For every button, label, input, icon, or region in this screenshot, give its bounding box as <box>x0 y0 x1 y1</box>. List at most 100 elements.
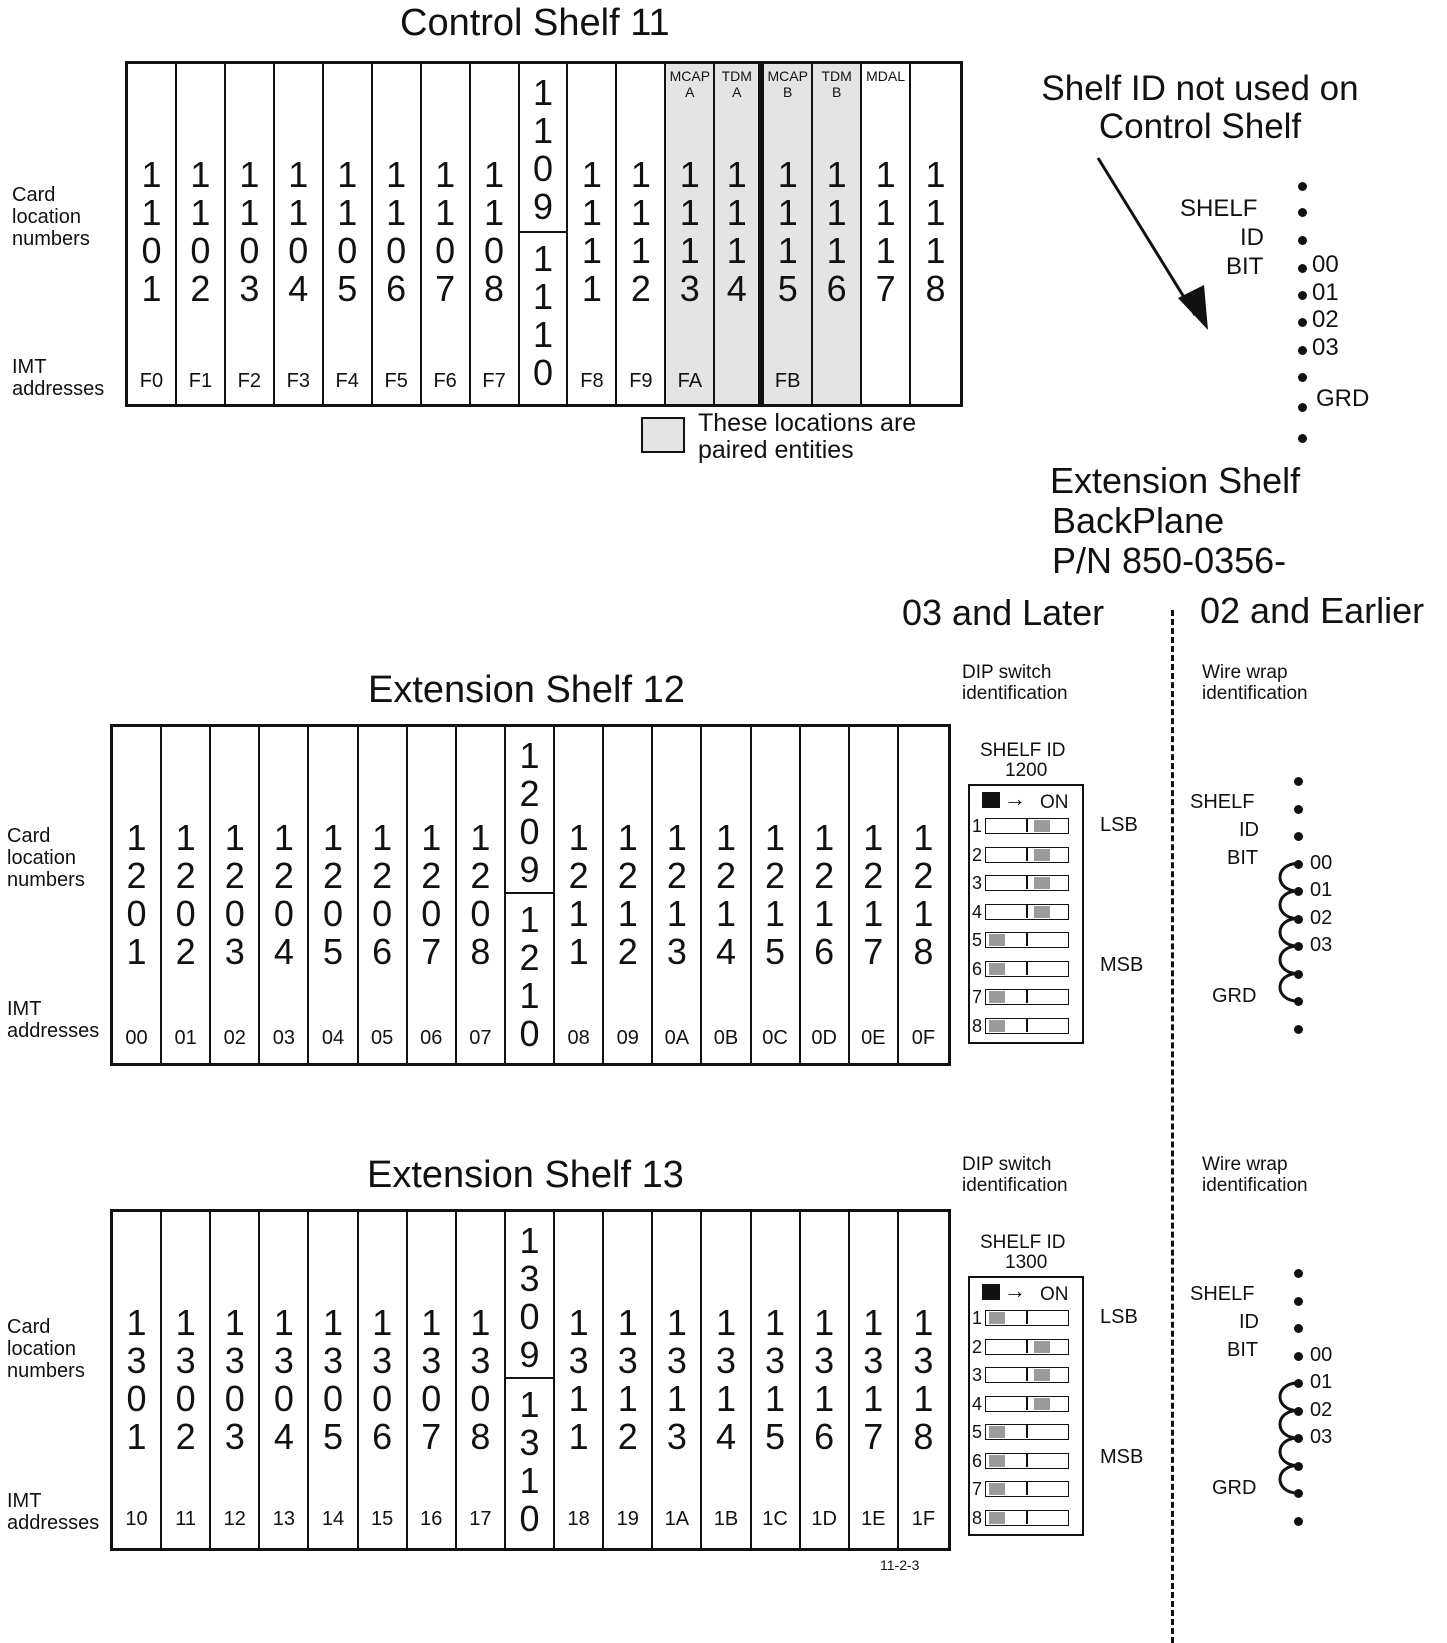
shelf-id-note: Shelf ID not used on Control Shelf <box>1041 69 1359 146</box>
dip-switch[interactable] <box>985 1310 1069 1326</box>
card-location-number: 1 1 0 2 <box>190 154 211 309</box>
card-location-number: 1 2 0 8 <box>470 817 491 972</box>
wire-heading: Wire wrap identification <box>1202 1154 1308 1196</box>
switch-divider <box>1026 961 1028 975</box>
imt-address: FB <box>774 370 801 392</box>
dip-switch[interactable] <box>985 1424 1069 1440</box>
dip-switch[interactable] <box>985 846 1069 863</box>
figure-id: 11-2-3 <box>880 1557 920 1573</box>
card-location-number: 1 2 1 2 <box>617 817 638 972</box>
pin-dot <box>1294 997 1303 1006</box>
dip-switch[interactable] <box>985 989 1069 1005</box>
shelf-id-value: 1300 <box>1005 1252 1048 1273</box>
slot-function-label: TDM A <box>721 68 752 100</box>
switch-divider <box>1026 1425 1028 1438</box>
paired-legend-swatch <box>641 417 685 453</box>
switch-number: 3 <box>972 1365 983 1385</box>
card-location-number: 1 1 0 7 <box>435 154 456 309</box>
ext-shelf-12-title: Extension Shelf 12 <box>368 669 685 711</box>
dip-switch[interactable] <box>985 1509 1069 1526</box>
wire-heading: Wire wrap identification <box>1202 662 1308 704</box>
imt-address: F7 <box>482 370 506 392</box>
dip-switch[interactable] <box>985 903 1069 920</box>
imt-address: 06 <box>420 1027 443 1049</box>
card-location-number: 1 2 1 8 <box>913 817 934 972</box>
imt-address: 1E <box>861 1508 886 1530</box>
dip-switch[interactable] <box>985 1452 1069 1469</box>
wire-jumper-loops <box>1278 862 1299 1003</box>
paired-legend-text: These locations are paired entities <box>698 409 917 464</box>
bit-value: 02 <box>1310 1398 1333 1421</box>
pin-dot <box>1294 1379 1303 1388</box>
switch-divider <box>1026 933 1028 946</box>
card-location-number: 1 2 1 5 <box>765 817 786 972</box>
switch-number: 8 <box>972 1015 983 1036</box>
card-location-number: 1 3 1 6 <box>814 1302 835 1457</box>
dip-heading: DIP switch identification <box>962 662 1068 704</box>
lsb-label: LSB <box>1100 814 1138 836</box>
card-location-number: 1 1 1 2 <box>630 154 651 309</box>
bit-value: 02 <box>1310 906 1333 929</box>
bit-label: 03 <box>1312 333 1339 361</box>
on-label: ON <box>1040 1284 1069 1305</box>
imt-address: 0E <box>861 1027 886 1049</box>
on-indicator-icon <box>982 792 1000 808</box>
card-location-number: 1 2 0 1 <box>126 817 147 972</box>
card-location-number: 1 2 1 7 <box>863 817 884 972</box>
dip-switch[interactable] <box>985 1338 1069 1355</box>
imt-address: 11 <box>175 1508 197 1530</box>
switch-divider <box>1026 990 1028 1003</box>
card-location-number: 1 1 1 5 <box>777 154 798 309</box>
card-slot: 1 1 1 8 <box>911 64 960 404</box>
imt-address: 1F <box>911 1508 936 1530</box>
slot-function-label: TDM B <box>821 68 852 100</box>
dip-switch[interactable] <box>985 875 1069 891</box>
switch-divider <box>1026 904 1028 918</box>
imt-address: 08 <box>567 1027 590 1049</box>
imt-address: 14 <box>321 1508 345 1530</box>
card-location-number: 1 2 0 4 <box>273 817 294 972</box>
imt-address: 1B <box>713 1508 739 1530</box>
pin-dot <box>1294 1324 1303 1333</box>
imt-address: 0A <box>664 1027 690 1049</box>
dip-switch[interactable] <box>985 932 1069 948</box>
imt-address: F1 <box>188 370 213 392</box>
dip-switch[interactable] <box>985 1017 1069 1034</box>
dip-switch[interactable] <box>985 1367 1069 1383</box>
imt-address: 0B <box>713 1027 739 1049</box>
card-slot: 1 2 1 7 0E <box>850 727 899 1063</box>
column-02-earlier: 02 and Earlier <box>1200 590 1425 631</box>
imt-address: F9 <box>629 370 653 392</box>
dip-switch[interactable] <box>985 1481 1069 1497</box>
dip-switch[interactable] <box>985 960 1069 977</box>
card-location-number: 1 3 0 5 <box>323 1302 344 1457</box>
pin-dot <box>1294 804 1303 814</box>
card-location-number: 1 3 1 7 <box>863 1302 884 1457</box>
dip-switch[interactable] <box>985 1395 1069 1412</box>
card-location-number: 1 2 0 6 <box>372 817 393 972</box>
card-location-number: 1 3 1 1 <box>568 1302 589 1457</box>
switch-number: 8 <box>972 1507 983 1528</box>
id-label: ID <box>1239 1311 1259 1333</box>
pin-dot <box>1294 1024 1303 1034</box>
slot-function-label: MCAP B <box>767 68 808 100</box>
switch-knob <box>989 1426 1005 1438</box>
imt-address: F2 <box>237 370 262 392</box>
pin-dot <box>1298 403 1307 412</box>
switch-knob <box>989 1483 1005 1495</box>
dip-switch[interactable] <box>985 818 1069 834</box>
imt-address: 16 <box>420 1508 443 1530</box>
